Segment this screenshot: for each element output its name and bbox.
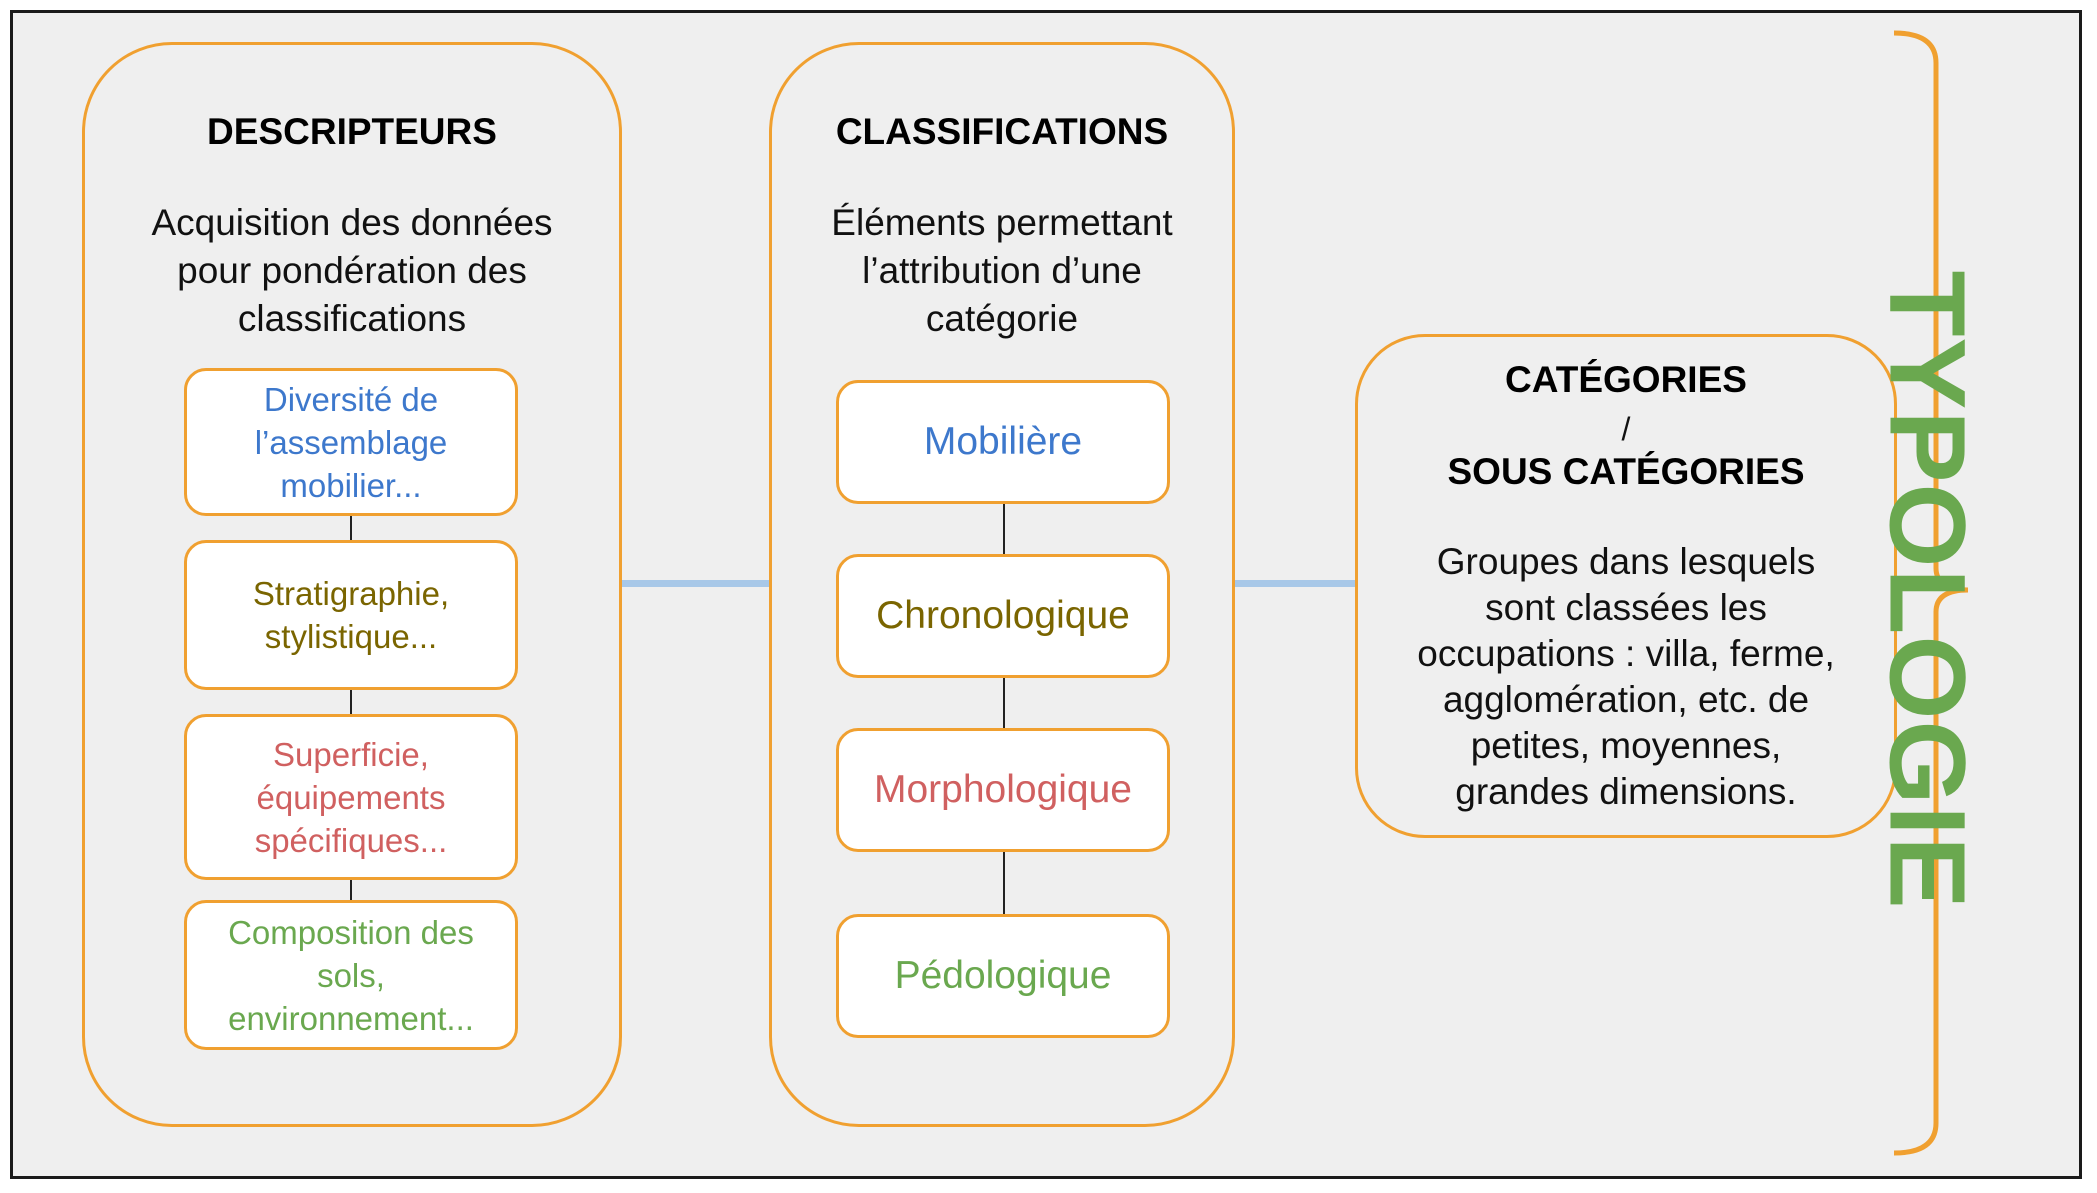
categories-desc-line: occupations : villa, ferme, bbox=[1417, 633, 1835, 674]
classifications-title: CLASSIFICATIONS bbox=[835, 111, 1169, 152]
descripteurs-desc-line: pour pondération des bbox=[177, 250, 527, 291]
descripteur-item-assemblage: Diversité de l’assemblage mobilier... bbox=[184, 368, 518, 516]
typologie-label: TYPOLOGIE bbox=[1867, 270, 1989, 910]
classifications-desc-line: catégorie bbox=[925, 298, 1079, 339]
descripteur-item-composition: Composition des sols, environnement... bbox=[184, 900, 518, 1050]
categories-desc-line: agglomération, etc. de bbox=[1442, 679, 1810, 720]
classification-morphologique: Morphologique bbox=[836, 728, 1170, 852]
categories-separator: / bbox=[1621, 411, 1631, 447]
connector-classifications-categories bbox=[1233, 580, 1357, 587]
descripteur-link bbox=[350, 878, 352, 902]
classifications-desc-line: Éléments permettant bbox=[831, 202, 1173, 243]
classification-pedologique: Pédologique bbox=[836, 914, 1170, 1038]
classification-mobiliere: Mobilière bbox=[836, 380, 1170, 504]
typologie-bracket bbox=[1893, 30, 1969, 1156]
classifications-description: Éléments permettant l’attribution d’une … bbox=[772, 199, 1232, 343]
categories-desc-line: grandes dimensions. bbox=[1455, 771, 1797, 812]
descripteurs-title: DESCRIPTEURS bbox=[207, 111, 497, 152]
connector-descripteurs-classifications bbox=[620, 580, 770, 587]
descripteur-link bbox=[350, 688, 352, 716]
descripteur-link bbox=[350, 514, 352, 542]
categories-description: Groupes dans lesquels sont classées les … bbox=[1358, 539, 1894, 815]
classification-link bbox=[1003, 502, 1005, 556]
descripteurs-description: Acquisition des données pour pondération… bbox=[85, 199, 619, 343]
descripteur-item-stratigraphie: Stratigraphie, stylistique... bbox=[184, 540, 518, 690]
descripteur-item-superficie: Superficie, équipements spécifiques... bbox=[184, 714, 518, 880]
classification-link bbox=[1003, 676, 1005, 730]
categories-desc-line: petites, moyennes, bbox=[1470, 725, 1782, 766]
categories-desc-line: sont classées les bbox=[1485, 587, 1767, 628]
descripteurs-desc-line: classifications bbox=[237, 298, 467, 339]
classification-chronologique: Chronologique bbox=[836, 554, 1170, 678]
categories-title-1: CATÉGORIES bbox=[1505, 359, 1747, 400]
descripteurs-desc-line: Acquisition des données bbox=[151, 202, 553, 243]
categories-desc-line: Groupes dans lesquels bbox=[1436, 541, 1816, 582]
classifications-desc-line: l’attribution d’une bbox=[862, 250, 1142, 291]
categories-panel: CATÉGORIES / SOUS CATÉGORIES Groupes dan… bbox=[1355, 334, 1897, 838]
categories-title-2: SOUS CATÉGORIES bbox=[1447, 451, 1805, 492]
classification-link bbox=[1003, 850, 1005, 916]
